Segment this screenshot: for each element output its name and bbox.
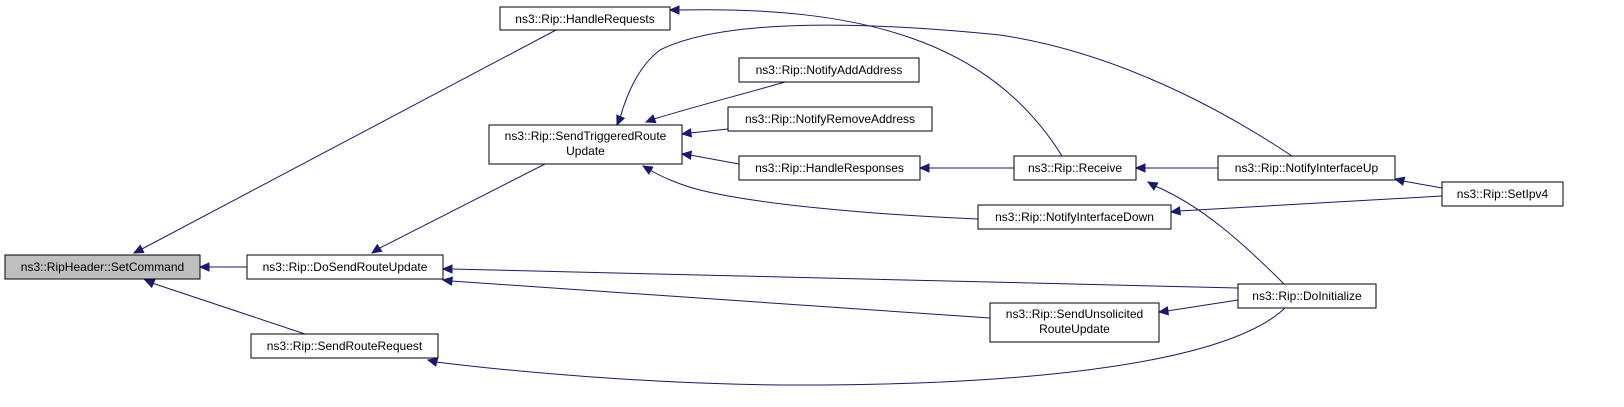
- arrowhead-icon: [1134, 163, 1146, 173]
- edge-notify-up-to-send-triggered: [616, 24, 1293, 157]
- edge-line: [1166, 299, 1239, 312]
- node-label-line2: RouteUpdate: [1039, 322, 1110, 336]
- node-rip-setipv4[interactable]: ns3::Rip::SetIpv4: [1441, 181, 1564, 207]
- node-label: ns3::Rip::NotifyInterfaceUp: [1235, 161, 1379, 175]
- arrowhead-icon: [680, 150, 693, 160]
- edge-line: [1178, 195, 1443, 212]
- edge-do-initialize-to-send-route-request: [426, 307, 1286, 386]
- node-rip-notifyaddaddress[interactable]: ns3::Rip::NotifyAddAddress: [738, 57, 920, 83]
- edge-send-triggered-to-do-send: [370, 163, 546, 254]
- edge-line: [689, 154, 740, 165]
- edge-notify-remove-to-send-triggered: [680, 128, 729, 138]
- node-rip-notifyinterfacedown[interactable]: ns3::Rip::NotifyInterfaceDown: [977, 204, 1172, 230]
- edge-receive-to-handle-responses: [918, 163, 1014, 173]
- node-label: ns3::Rip::SetIpv4: [1457, 187, 1549, 201]
- edge-notify-up-to-receive: [1134, 163, 1218, 173]
- node-label-line2: Update: [566, 144, 605, 158]
- node-label: ns3::Rip::SendRouteRequest: [267, 339, 423, 353]
- arrowhead-icon: [426, 357, 439, 367]
- node-rip-dosendrouteupdate[interactable]: ns3::Rip::DoSendRouteUpdate: [246, 254, 444, 280]
- arrowhead-icon: [918, 163, 930, 173]
- arrowhead-icon: [1393, 176, 1406, 186]
- edges-layer: [132, 5, 1443, 386]
- edge-line: [139, 29, 557, 251]
- edge-notify-add-to-send-triggered: [644, 81, 786, 124]
- edge-do-send-to-set-command: [198, 262, 247, 272]
- node-rip-receive[interactable]: ns3::Rip::Receive: [1013, 155, 1137, 181]
- node-label: ns3::Rip::HandleRequests: [515, 12, 654, 26]
- edge-line: [649, 169, 979, 220]
- edge-line: [450, 268, 1239, 289]
- edge-line: [1154, 185, 1285, 285]
- edge-line: [619, 24, 1293, 157]
- edge-set-ipv4-to-notify-down: [1169, 195, 1443, 216]
- edge-set-ipv4-to-notify-up: [1393, 176, 1443, 189]
- arrowhead-icon: [680, 128, 693, 138]
- edge-send-route-request-to-set-command: [143, 279, 306, 335]
- arrowhead-icon: [644, 114, 657, 124]
- node-label: ns3::Rip::NotifyRemoveAddress: [745, 112, 915, 126]
- node-rip-handleresponses[interactable]: ns3::Rip::HandleResponses: [738, 155, 921, 181]
- node-rip-sendtriggeredrouteupdate[interactable]: ns3::Rip::SendTriggeredRoute Update: [488, 124, 683, 165]
- arrowhead-icon: [370, 243, 383, 254]
- node-rip-notifyremoveaddress[interactable]: ns3::Rip::NotifyRemoveAddress: [727, 106, 933, 132]
- edge-line: [377, 163, 546, 250]
- edge-line: [450, 280, 991, 319]
- node-label: ns3::Rip::DoSendRouteUpdate: [263, 260, 428, 274]
- edge-handle-requests-to-set-command: [132, 29, 557, 254]
- edge-do-initialize-to-do-send: [441, 264, 1239, 289]
- node-ripheader-setcommand[interactable]: ns3::RipHeader::SetCommand: [4, 254, 201, 280]
- arrowhead-icon: [1169, 206, 1182, 216]
- node-label: ns3::RipHeader::SetCommand: [21, 260, 184, 274]
- edge-handle-responses-to-send-triggered: [680, 150, 740, 165]
- node-label: ns3::Rip::NotifyInterfaceDown: [995, 210, 1154, 224]
- arrowhead-icon: [441, 276, 454, 286]
- edge-do-initialize-to-receive: [1146, 181, 1285, 285]
- arrowhead-icon: [641, 165, 654, 175]
- node-label: ns3::Rip::NotifyAddAddress: [756, 63, 903, 77]
- edge-line: [677, 9, 1063, 157]
- node-rip-sendunsolicitedrouteupdate[interactable]: ns3::Rip::SendUnsolicited RouteUpdate: [989, 302, 1160, 343]
- arrowhead-icon: [132, 244, 145, 254]
- node-rip-notifyinterfaceup[interactable]: ns3::Rip::NotifyInterfaceUp: [1217, 155, 1396, 181]
- arrowhead-icon: [668, 5, 680, 15]
- edge-line: [653, 81, 786, 120]
- edge-line: [435, 307, 1286, 386]
- edge-notify-down-to-send-triggered: [641, 165, 979, 220]
- edge-line: [151, 282, 306, 335]
- node-label: ns3::Rip::Receive: [1028, 161, 1122, 175]
- edge-do-initialize-to-send-unsolicited: [1157, 299, 1239, 316]
- edge-receive-to-handle-requests: [668, 5, 1063, 157]
- arrowhead-icon: [1146, 181, 1159, 191]
- edge-send-unsolicited-to-do-send: [441, 276, 991, 319]
- node-rip-handlerequests[interactable]: ns3::Rip::HandleRequests: [499, 6, 671, 31]
- node-label: ns3::Rip::DoInitialize: [1252, 289, 1362, 303]
- arrowhead-icon: [1157, 306, 1170, 316]
- edge-line: [1402, 180, 1443, 189]
- node-rip-doinitialize[interactable]: ns3::Rip::DoInitialize: [1237, 283, 1377, 309]
- node-label: ns3::Rip::HandleResponses: [755, 161, 904, 175]
- node-label-line1: ns3::Rip::SendUnsolicited: [1006, 307, 1143, 321]
- arrowhead-icon: [441, 264, 453, 274]
- arrowhead-icon: [616, 114, 626, 127]
- edge-line: [689, 128, 729, 134]
- node-label-line1: ns3::Rip::SendTriggeredRoute: [505, 129, 667, 143]
- arrowhead-icon: [143, 279, 156, 289]
- node-rip-sendrouterequest[interactable]: ns3::Rip::SendRouteRequest: [250, 333, 439, 359]
- arrowhead-icon: [198, 262, 210, 272]
